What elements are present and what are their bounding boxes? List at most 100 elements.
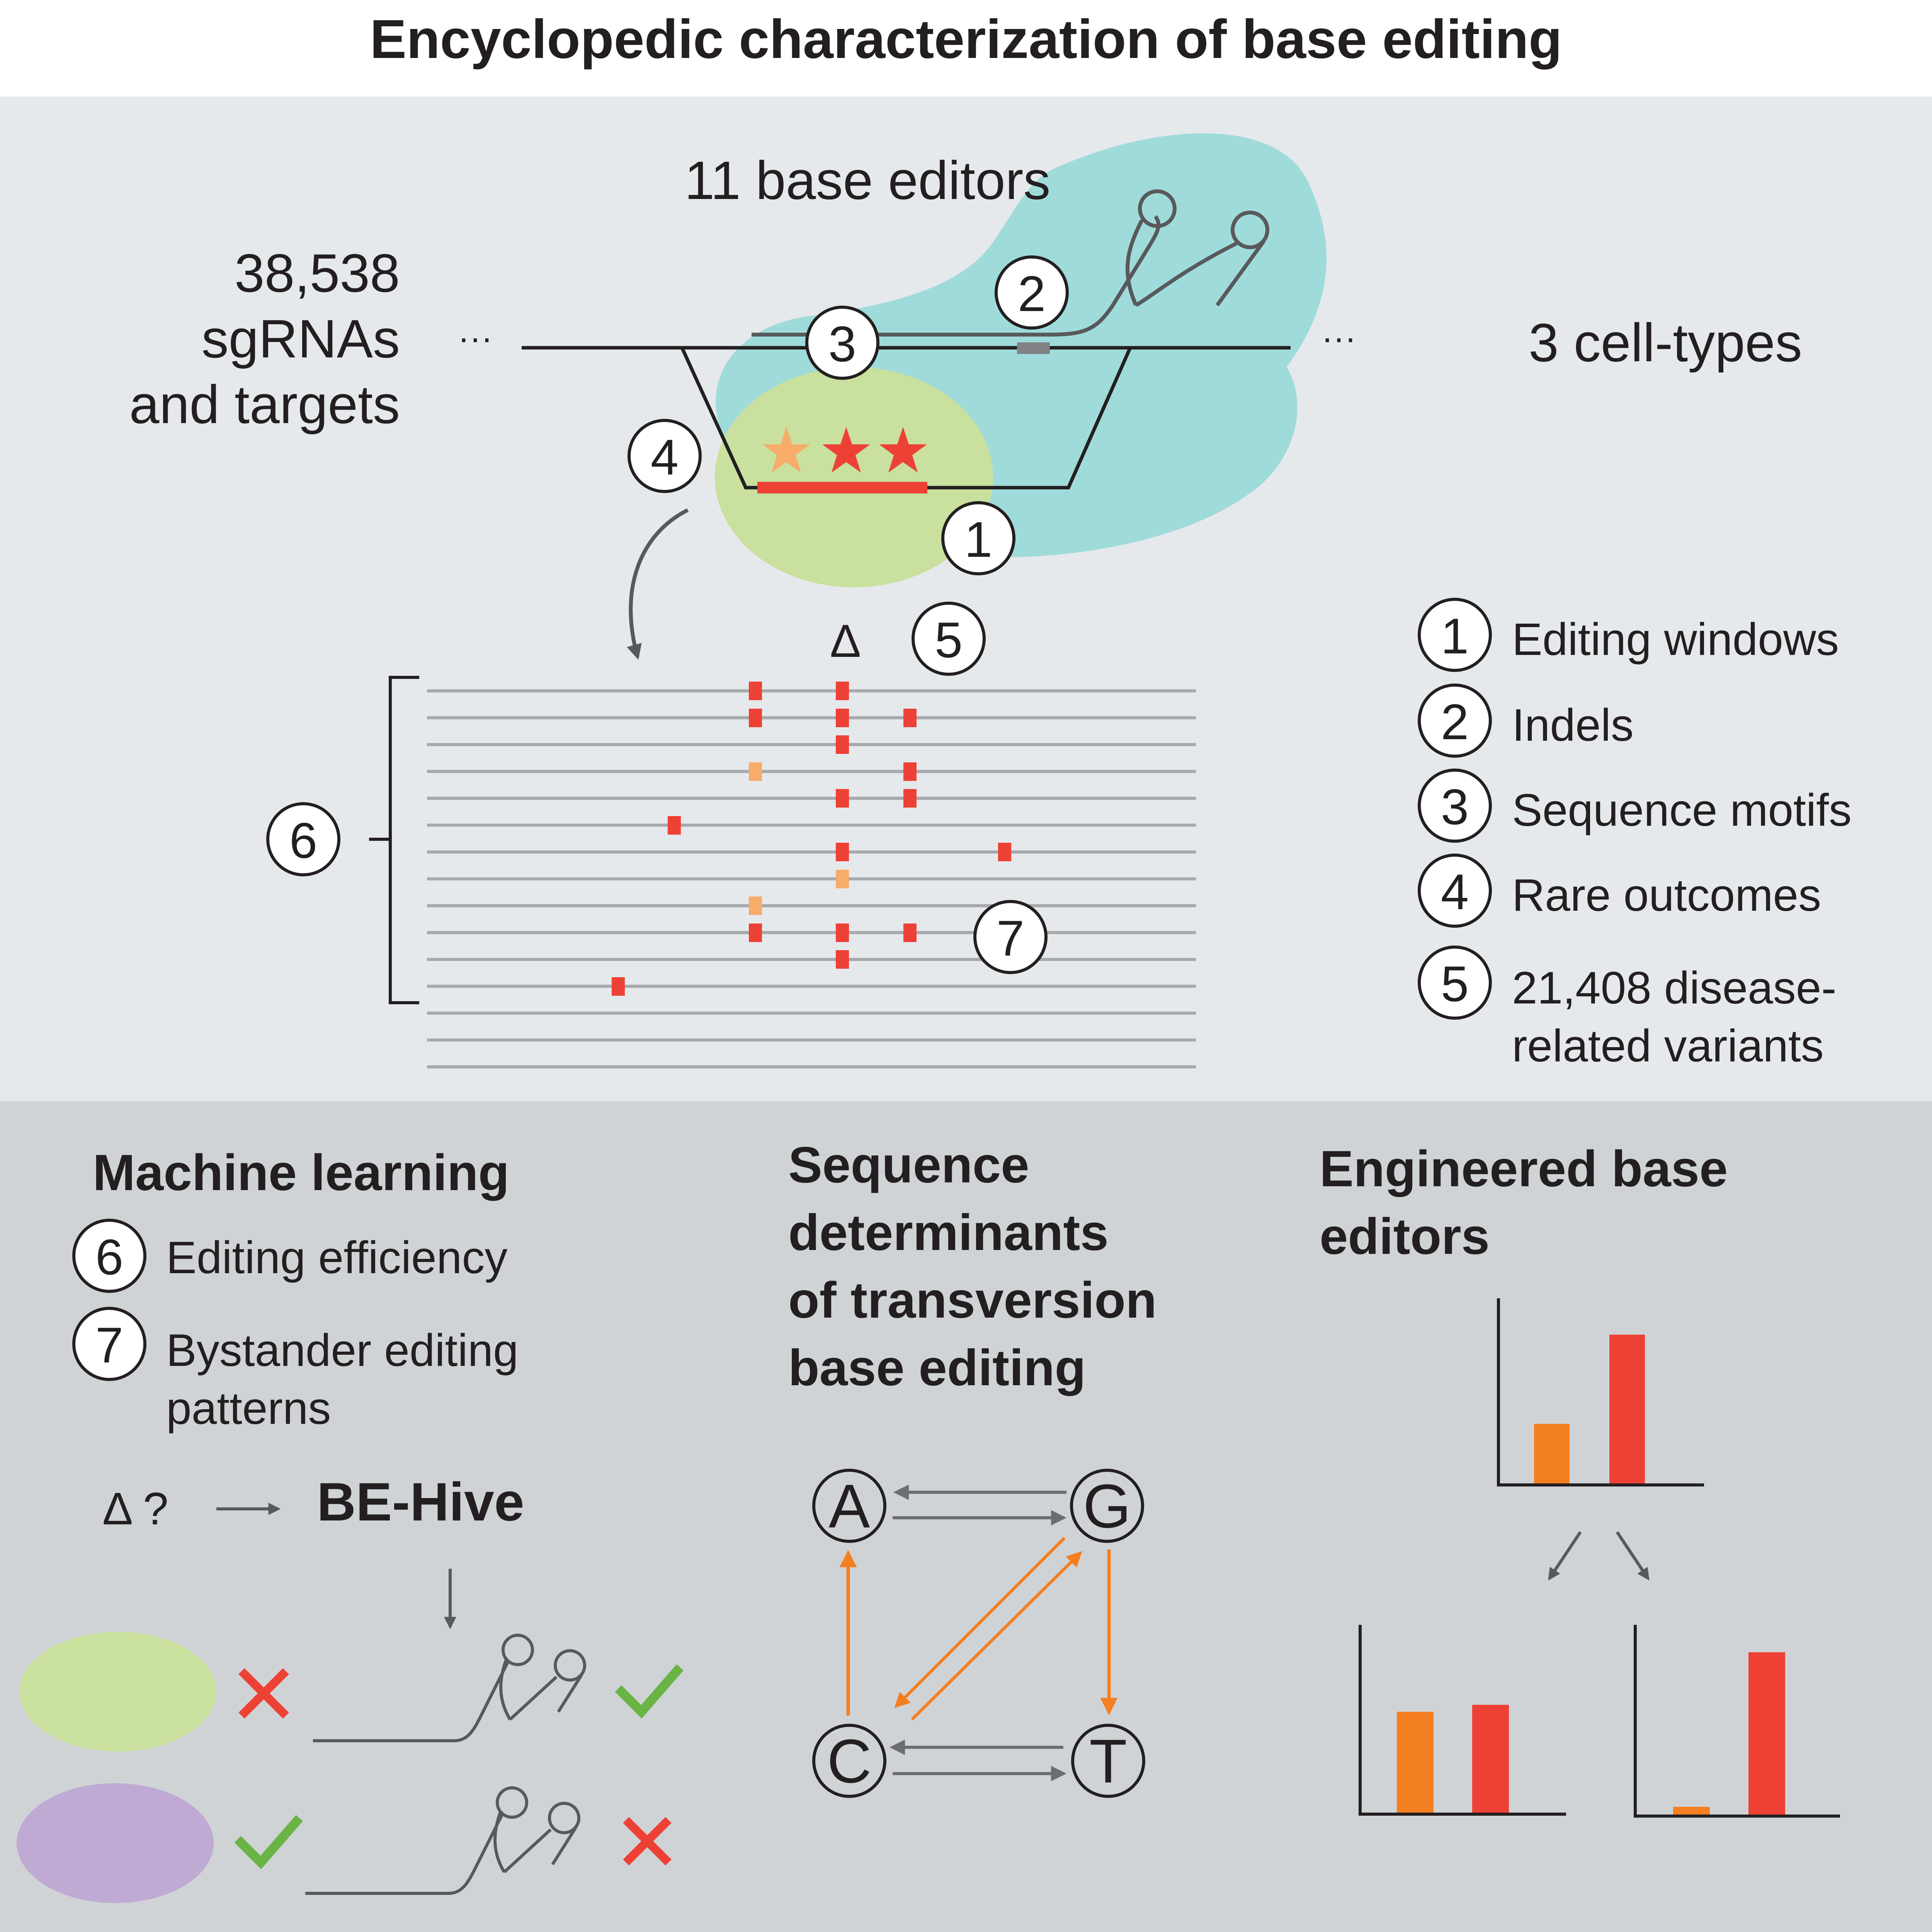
targets-label: and targets: [129, 374, 400, 435]
legend-label-5b: related variants: [1512, 1020, 1824, 1071]
check-icon: [234, 1815, 303, 1869]
chart-bar: [1748, 1652, 1785, 1815]
split-arrow-left: [1548, 1531, 1582, 1581]
rare-outcomes-blob: [715, 367, 993, 587]
sgrna-label: sgRNAs: [202, 308, 400, 369]
svg-text:A: A: [829, 1471, 870, 1541]
engineered-charts: [1359, 1298, 1840, 1818]
arrow-c-to-g: [911, 1551, 1082, 1721]
legend-label-5: 21,408 disease-: [1512, 963, 1837, 1014]
badge-2: 2: [995, 255, 1069, 330]
cross-icon: [238, 1668, 289, 1719]
curved-arrow: [627, 508, 689, 660]
sequencing-reads: [427, 682, 1196, 1068]
editors-label: 11 base editors: [685, 150, 1051, 211]
svg-text:6: 6: [95, 1229, 123, 1285]
chart-bar: [1534, 1424, 1570, 1483]
legend-label-2: Indels: [1512, 700, 1634, 751]
chart-bar: [1673, 1807, 1710, 1815]
seq-heading-1: Sequence: [788, 1136, 1029, 1193]
cell-types-label: 3 cell-types: [1529, 312, 1802, 373]
chart-axes: [1359, 1625, 1566, 1816]
edit-mark: [836, 709, 849, 727]
chart-axes: [1634, 1625, 1840, 1818]
seq-heading-4: base editing: [788, 1339, 1086, 1396]
sgrna-stem-2: [1135, 242, 1238, 307]
svg-text:T: T: [1089, 1726, 1127, 1796]
ml-item-6: Editing efficiency: [166, 1232, 507, 1283]
legend-label-1: Editing windows: [1512, 614, 1839, 665]
star-red-icon: [822, 427, 870, 473]
svg-text:2: 2: [1441, 694, 1469, 750]
chart-bar: [1397, 1712, 1434, 1813]
check-icon: [615, 1664, 684, 1719]
sgrna-icon: [313, 1634, 586, 1742]
edit-mark: [612, 977, 625, 996]
delta-question: Δ ?: [102, 1483, 168, 1534]
edit-mark: [749, 709, 762, 727]
ml-heading: Machine learning: [93, 1144, 509, 1201]
badge-7-top: 7: [973, 900, 1048, 974]
legend-item-2: 2 Indels: [1418, 684, 1634, 758]
eng-heading-2: editors: [1320, 1208, 1490, 1265]
legend-item-4: 4 Rare outcomes: [1418, 854, 1821, 928]
edit-mark: [836, 735, 849, 754]
arrow-g-to-c: [894, 1537, 1066, 1708]
edit-mark: [749, 896, 762, 915]
edit-mark: [749, 762, 762, 781]
badge-5-top: 5: [912, 602, 986, 676]
chart-bar: [1609, 1335, 1645, 1483]
svg-text:4: 4: [651, 429, 679, 485]
edit-mark: [668, 816, 681, 835]
edit-mark: [836, 682, 849, 700]
svg-text:3: 3: [1441, 779, 1469, 835]
seq-heading-2: determinants: [788, 1204, 1109, 1261]
svg-text:5: 5: [935, 612, 963, 668]
edit-mark: [836, 843, 849, 861]
ellipsis-left: ···: [458, 319, 493, 357]
edit-mark: [749, 923, 762, 942]
star-light-icon: [762, 427, 810, 473]
seq-heading-3: of transversion: [788, 1272, 1157, 1328]
sgrna-stem-1: [1125, 219, 1144, 306]
figure-title: Encyclopedic characterization of base ed…: [370, 9, 1562, 70]
node-a: A: [812, 1469, 886, 1543]
eng-heading-1: Engineered base: [1320, 1140, 1728, 1197]
chart-axes: [1497, 1298, 1704, 1486]
svg-text:7: 7: [95, 1317, 123, 1373]
behive-label: BE-Hive: [317, 1471, 524, 1532]
delta-symbol: Δ: [830, 615, 861, 667]
svg-text:C: C: [827, 1726, 872, 1796]
legend-item-5: 5 21,408 disease- related variants: [1418, 946, 1837, 1071]
edit-mark: [903, 789, 917, 808]
edit-mark: [749, 682, 762, 700]
svg-text:4: 4: [1441, 864, 1469, 920]
svg-text:5: 5: [1441, 956, 1469, 1012]
svg-text:1: 1: [964, 511, 992, 568]
cell-type-green: [19, 1632, 216, 1752]
ml-item-7b: patterns: [166, 1383, 331, 1434]
svg-text:7: 7: [997, 910, 1024, 966]
chart-bar: [1472, 1705, 1509, 1813]
svg-text:1: 1: [1441, 608, 1469, 664]
ellipsis-right: ···: [1321, 319, 1356, 357]
edit-mark: [836, 789, 849, 808]
legend-item-1: 1 Editing windows: [1418, 598, 1839, 672]
edit-mark: [998, 843, 1011, 861]
sgrna-loop-2: [1231, 211, 1269, 249]
badge-4: 4: [628, 419, 702, 493]
edit-mark: [903, 923, 917, 942]
split-arrow-right: [1616, 1531, 1650, 1581]
sgrna-icon: [305, 1786, 580, 1895]
legend: 1 Editing windows 2 Indels 3 Sequence mo…: [1418, 598, 1852, 1071]
protospacer-mark: [1017, 342, 1050, 354]
badge-7-bottom: 7: [72, 1307, 146, 1381]
legend-label-3: Sequence motifs: [1512, 785, 1852, 836]
ml-item-7a: Bystander editing: [166, 1325, 519, 1376]
star-red-icon: [879, 427, 927, 473]
node-c: C: [812, 1724, 886, 1798]
cell-type-purple: [17, 1783, 214, 1903]
node-t: T: [1071, 1724, 1145, 1798]
node-g: G: [1070, 1469, 1144, 1543]
